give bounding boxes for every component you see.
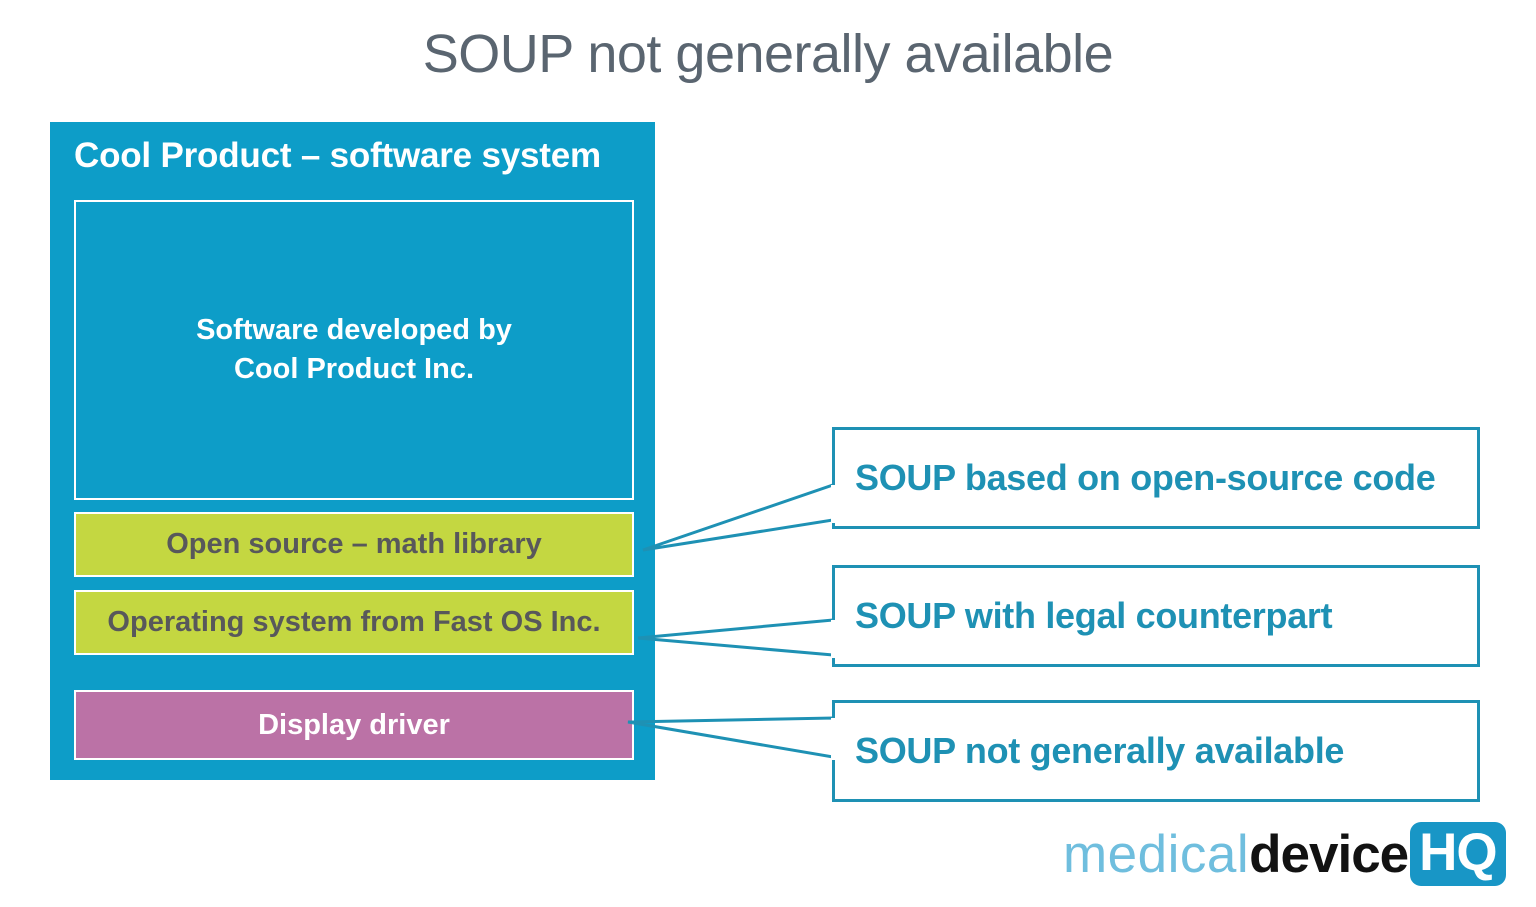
page-title: SOUP not generally available bbox=[422, 24, 1114, 84]
leader-line-legal-counterpart bbox=[637, 618, 835, 657]
callout-not-available: SOUP not generally available bbox=[831, 700, 1480, 802]
callout-open-source: SOUP based on open-source code bbox=[831, 427, 1480, 529]
software-system-container: Cool Product – software system Software … bbox=[50, 122, 655, 780]
logo-text-medical: medical bbox=[1063, 824, 1250, 884]
leader-line-not-available bbox=[627, 716, 835, 759]
layer-own-software: Software developed by Cool Product Inc. bbox=[74, 200, 634, 500]
layer-own-software-line2: Cool Product Inc. bbox=[233, 353, 475, 385]
logo-text-device: device bbox=[1249, 824, 1409, 884]
logo-badge-hq: HQ bbox=[1410, 822, 1506, 886]
callout-not-available-notch bbox=[831, 718, 838, 760]
callout-open-source-label: SOUP based on open-source code bbox=[855, 457, 1436, 498]
layer-own-software-label: Software developed by Cool Product Inc. bbox=[196, 311, 512, 389]
brand-logo: medical device HQ bbox=[1063, 822, 1506, 886]
callout-legal-counterpart-notch bbox=[831, 620, 838, 658]
software-system-title: Cool Product – software system bbox=[74, 136, 601, 175]
callout-legal-counterpart-label: SOUP with legal counterpart bbox=[855, 595, 1333, 636]
layer-math-library: Open source – math library bbox=[74, 512, 634, 577]
callout-open-source-notch bbox=[831, 485, 838, 523]
layer-own-software-line1: Software developed by bbox=[196, 313, 512, 346]
callout-not-available-label: SOUP not generally available bbox=[855, 730, 1345, 771]
layer-display-driver: Display driver bbox=[74, 690, 634, 760]
layer-operating-system: Operating system from Fast OS Inc. bbox=[74, 590, 634, 655]
leader-line-open-source bbox=[642, 482, 835, 552]
callout-legal-counterpart: SOUP with legal counterpart bbox=[831, 565, 1480, 667]
